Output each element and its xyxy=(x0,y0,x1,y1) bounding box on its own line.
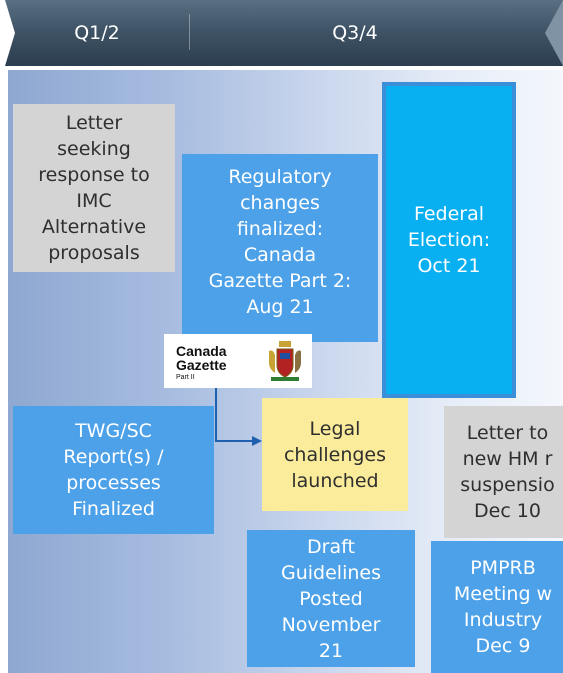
header-arrow xyxy=(545,0,563,66)
box-letter-new-hm: Letter to new HM r suspensio Dec 10 xyxy=(444,406,563,538)
box-regulatory-changes: Regulatory changes finalized: Canada Gaz… xyxy=(182,154,378,342)
header-q3-4: Q3/4 xyxy=(332,22,378,44)
box-draft-guidelines-text: Draft Guidelines Posted November 21 xyxy=(281,535,381,662)
box-legal-challenges-text: Legal challenges launched xyxy=(283,417,387,492)
timeline-header: Q1/2 Q3/4 xyxy=(5,0,563,66)
box-letter-imc: Letter seeking response to IMC Alternati… xyxy=(13,104,175,272)
logo-title: Canada Gazette xyxy=(176,344,227,372)
box-federal-election-text: Federal Election: Oct 21 xyxy=(407,203,491,277)
logo-line1: Canada xyxy=(176,343,227,359)
box-pmprb-meeting: PMPRB Meeting w Industry Dec 9 xyxy=(431,541,563,673)
box-twg-report-text: TWG/SC Report(s) / processes Finalized xyxy=(63,420,164,520)
header-divider xyxy=(189,14,190,50)
coat-of-arms-icon xyxy=(269,341,301,381)
box-draft-guidelines: Draft Guidelines Posted November 21 xyxy=(247,530,415,667)
header-notch xyxy=(5,0,15,66)
box-letter-imc-text: Letter seeking response to IMC Alternati… xyxy=(38,112,150,264)
box-pmprb-meeting-text: PMPRB Meeting w Industry Dec 9 xyxy=(453,557,553,657)
box-letter-new-hm-text: Letter to new HM r suspensio Dec 10 xyxy=(460,422,555,522)
logo-subtitle: Part II xyxy=(176,374,195,381)
canada-gazette-logo: Canada Gazette Part II xyxy=(164,334,312,388)
box-twg-report: TWG/SC Report(s) / processes Finalized xyxy=(13,406,214,534)
header-q1-2: Q1/2 xyxy=(74,22,120,44)
box-federal-election: Federal Election: Oct 21 xyxy=(382,82,516,398)
logo-line2: Gazette xyxy=(176,357,227,373)
box-legal-challenges: Legal challenges launched xyxy=(262,398,408,511)
box-regulatory-changes-text: Regulatory changes finalized: Canada Gaz… xyxy=(208,166,352,318)
